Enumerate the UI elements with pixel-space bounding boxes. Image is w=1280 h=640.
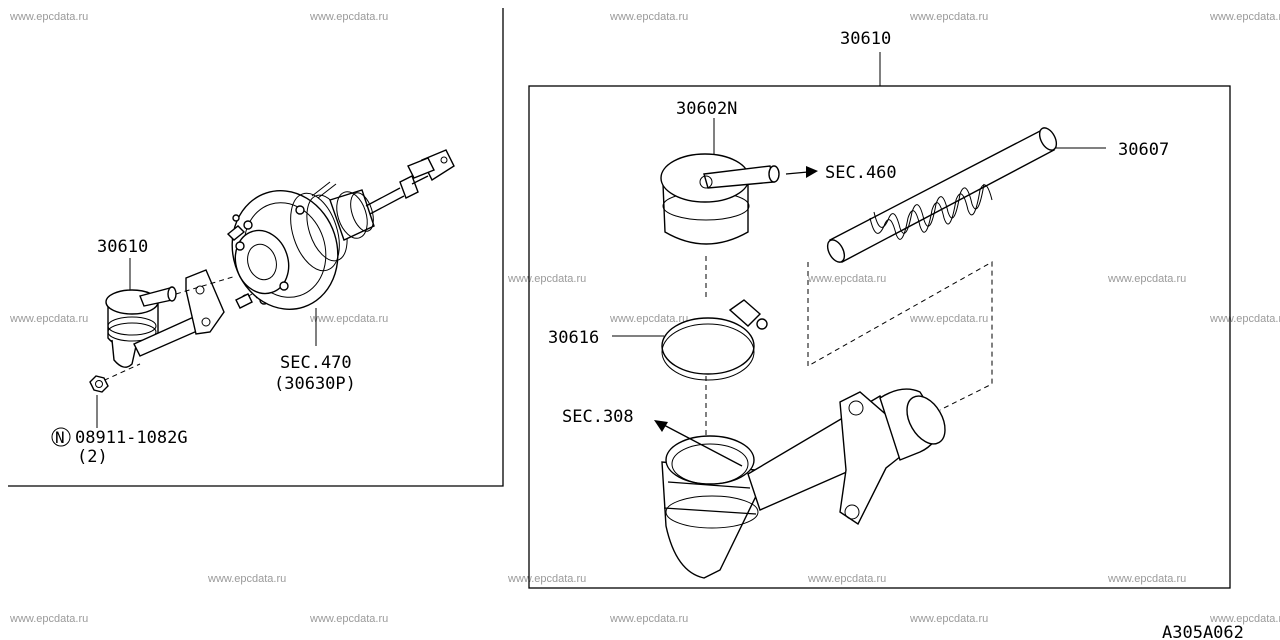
- watermark: www.epcdata.ru: [1209, 11, 1280, 23]
- reservoir-assembly-small: [95, 269, 237, 385]
- assembly-frame: [528, 85, 1231, 589]
- callout-nut-part: 08911-1082G: [75, 428, 188, 448]
- callout-sec-470-ref: (30630P): [274, 374, 356, 394]
- hose-clamp-illustration: [661, 299, 768, 381]
- watermark: www.epcdata.ru: [9, 11, 88, 23]
- watermark: www.epcdata.ru: [1209, 313, 1280, 325]
- watermark: www.epcdata.ru: [807, 573, 886, 585]
- arrow-sec-308: [661, 423, 743, 467]
- callout-30607: 30607: [1118, 140, 1169, 160]
- callout-30616: 30616: [548, 328, 599, 348]
- watermark: www.epcdata.ru: [909, 11, 988, 23]
- nut-symbol: N: [55, 428, 65, 447]
- watermark: www.epcdata.ru: [9, 613, 88, 625]
- watermark: www.epcdata.ru: [1209, 613, 1280, 625]
- watermark: www.epcdata.ru: [507, 573, 586, 585]
- left-panel: 30610 SEC.470 (30630P) N 08911-1082G (2): [8, 8, 504, 487]
- watermark: www.epcdata.ru: [9, 313, 88, 325]
- right-panel: 30610 30602N SEC.460 30607: [528, 29, 1231, 589]
- nut-symbol-circle: [51, 427, 71, 447]
- hose-illustration: [826, 127, 1058, 263]
- nut-illustration: [89, 375, 109, 428]
- arrow-head: [806, 166, 818, 178]
- watermark: www.epcdata.ru: [309, 313, 388, 325]
- brake-booster-illustration: [226, 149, 455, 310]
- left-panel-frame: [8, 8, 504, 487]
- callout-sec-460: SEC.460: [825, 163, 897, 183]
- watermark: www.epcdata.ru: [309, 613, 388, 625]
- assembly-guide-dashed: [807, 261, 993, 411]
- callout-30602n: 30602N: [676, 99, 737, 119]
- watermark: www.epcdata.ru: [909, 613, 988, 625]
- diagram-code: A305A062: [1162, 623, 1244, 640]
- watermark: www.epcdata.ru: [309, 11, 388, 23]
- watermark: www.epcdata.ru: [609, 613, 688, 625]
- watermark: www.epcdata.ru: [507, 273, 586, 285]
- callout-30610-top: 30610: [840, 29, 891, 49]
- watermark: www.epcdata.ru: [609, 313, 688, 325]
- callout-30610-left: 30610: [97, 237, 148, 257]
- watermark: www.epcdata.ru: [1107, 273, 1186, 285]
- watermark: www.epcdata.ru: [609, 11, 688, 23]
- callout-sec-470: SEC.470: [280, 353, 352, 373]
- reservoir-cap-illustration: [660, 153, 780, 245]
- watermark: www.epcdata.ru: [207, 573, 286, 585]
- arrow-head: [654, 420, 668, 432]
- callout-nut-qty: (2): [77, 447, 108, 467]
- callout-sec-308: SEC.308: [562, 407, 634, 427]
- watermark-layer: www.epcdata.ru www.epcdata.ru www.epcdat…: [9, 11, 1280, 625]
- tube-illustration: [661, 388, 946, 579]
- watermark: www.epcdata.ru: [909, 313, 988, 325]
- watermark: www.epcdata.ru: [1107, 573, 1186, 585]
- arrow-sec-460: [785, 171, 809, 175]
- watermark: www.epcdata.ru: [807, 273, 886, 285]
